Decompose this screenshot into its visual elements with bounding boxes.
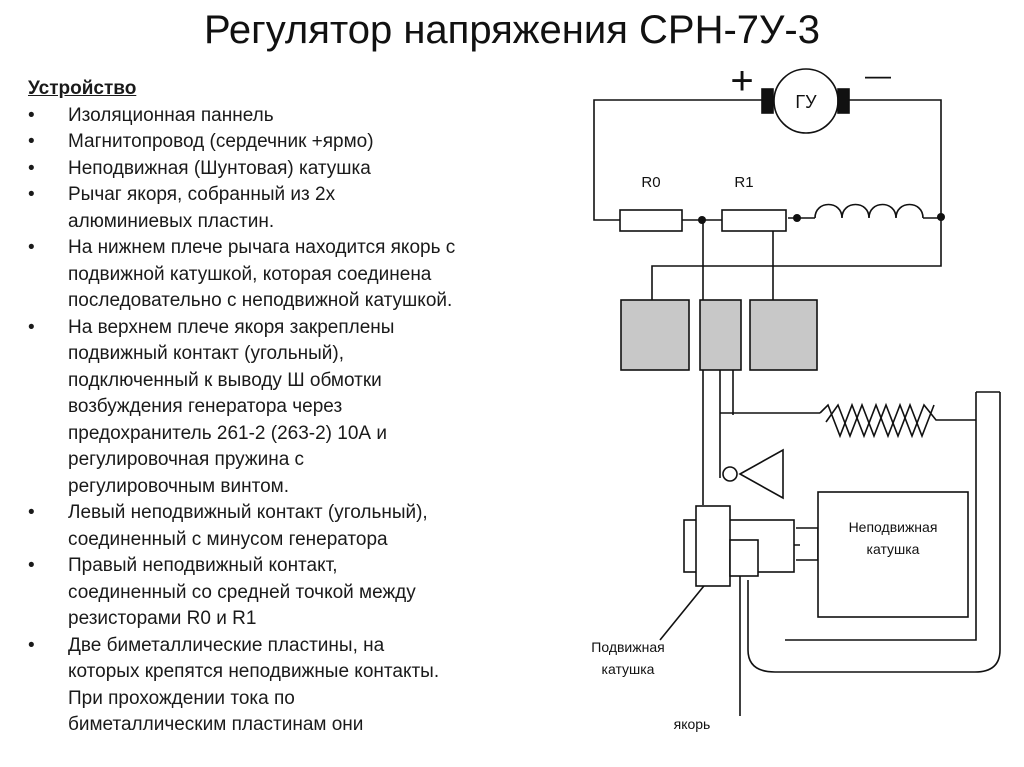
generator [761,68,850,134]
bullet-list: • Изоляционная паннель • Магнитопровод (сер… [28,103,548,739]
bullet-symbol: • [28,555,35,576]
slide-title: Регулятор напряжения СРН-7У-3 [203,8,820,52]
bullet-item: • Рычаг якоря, собранный из 2х алюминиевых… [28,182,548,235]
bullet-symbol: • [28,316,35,338]
bullet-line: подвижной катушкой, которая соединена [68,263,432,285]
resistor-r0 [619,209,683,232]
bullet-line: На нижнем плече рычага находится якорь с [68,237,456,258]
generator-label: ГУ [795,92,817,112]
terminal-block-middle [699,299,742,371]
fixed-coil-label-2: катушка [867,541,920,557]
bullet-line: При прохождении тока по [68,687,295,709]
armature-body [695,505,731,587]
r1-label: R1 [734,174,753,191]
spring-zigzag [819,402,976,439]
bullet-item: • Магнитопровод (сердечник +ярмо) [28,129,548,156]
bullet-line: подключенный к выводу Ш обмотки [68,369,382,391]
fixed-coil-link [796,527,819,561]
fixed-coil-label-1: Неподвижная [849,519,938,535]
bullet-line: регулировочным винтом. [68,475,289,497]
junction-dot [793,214,801,222]
contact-point [722,466,738,482]
bullet-line: возбуждения генератора через [68,396,343,417]
bullet-line: соединенный со средней точкой между [68,581,416,603]
bullet-item: • Изоляционная паннель [28,103,548,130]
bullet-line: Левый неподвижный контакт (угольный), [68,502,428,523]
terminal-block-left [620,299,690,371]
armature-label: якорь [674,716,711,732]
bullet-line: Магнитопровод (сердечник +ярмо) [68,131,374,152]
terminal-block-right [749,299,818,371]
bullet-line: Рычаг якоря, собранный из 2х [68,184,336,205]
regulator-diagram: ГУ + — R0 R1 Неподвижная катушка Подвижн… [591,59,1001,732]
bullet-item: • Левый неподвижный контакт (угольный), со… [28,500,548,553]
bullet-line: биметаллическим пластинам они [68,714,364,735]
bullet-line: алюминиевых пластин. [68,210,275,232]
wire-top-right [848,99,942,217]
bullet-line: последовательно с неподвижной катушкой. [68,290,453,311]
bullet-line: резисторами R0 и R1 [68,608,257,629]
moving-coil-label-2: катушка [602,661,655,677]
junction-dot [937,213,945,221]
bullet-symbol: • [28,184,35,205]
bullet-symbol: • [28,157,35,179]
armature-contact [729,539,759,577]
bullet-symbol: • [28,237,35,258]
bullet-line: Изоляционная паннель [68,104,274,126]
bullet-line: соединенный с минусом генератора [68,528,388,550]
minus-sign: — [865,60,891,90]
bullet-line: Неподвижная (Шунтовая) катушка [68,157,371,179]
bullet-symbol: • [28,634,35,656]
inductor-symbol [814,203,924,219]
spring-zigzag-2 [825,402,935,439]
bimetal-strip-outer [747,392,1001,673]
fixed-coil-box [817,491,969,618]
bullet-symbol: • [28,502,35,523]
section-heading: Устройство [28,78,137,99]
junction-dot [698,216,706,224]
contact-triangle [738,448,784,500]
terminal-blocks [620,299,818,371]
bullet-item: • Неподвижная (Шунтовая) катушка [28,156,548,183]
bullet-item: • Правый неподвижный контакт, соединенный … [28,553,548,633]
bullet-symbol: • [28,104,35,126]
plus-sign: + [730,59,753,103]
bullet-line: Правый неподвижный контакт, [68,555,338,576]
bullet-line: предохранитель 261-2 (263-2) 10А и [68,422,387,444]
bullet-line: подвижный контакт (угольный), [68,343,344,364]
bullet-line: которых крепятся неподвижные контакты. [68,661,440,682]
device-description: Устройство • Изоляционная паннель • Магнито… [28,76,548,739]
r0-label: R0 [641,174,660,191]
resistor-r1 [721,209,787,232]
bullet-line: Две биметаллические пластины, на [68,634,385,656]
wire-return [651,218,942,300]
wire-top-left [593,99,765,221]
moving-coil-label-1: Подвижная [591,639,664,655]
bullet-line: На верхнем плече якоря закреплены [68,316,395,338]
bimetal-strip [785,392,977,641]
bullet-item: • На нижнем плече рычага находится якорь … [28,235,548,315]
bullet-line: регулировочная пружина с [68,449,305,470]
bullet-item: • Две биметаллические пластины, на которых… [28,633,548,739]
bullet-item: • На верхнем плече якоря закреплены подвиж… [28,315,548,501]
bullet-symbol: • [28,131,35,152]
